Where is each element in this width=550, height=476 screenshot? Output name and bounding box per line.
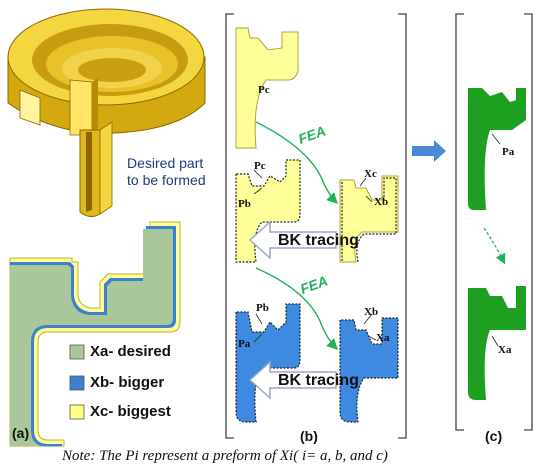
point-label-pb-mid: Pb: [238, 198, 251, 210]
bk-arrow-2: [248, 360, 337, 400]
bk-tracing-label-1: BK tracing: [278, 232, 359, 249]
fea-arrow-2: [255, 267, 338, 350]
point-label-pb-bottom: Pb: [256, 302, 269, 314]
point-label-xb-mid: Xb: [374, 196, 389, 208]
point-label-xb-bottom: Xb: [364, 306, 379, 318]
panel-label-a: (a): [12, 425, 30, 441]
legend-xb-label: Xb- bigger: [90, 374, 165, 391]
point-label-xa-bottom: Xa: [376, 332, 390, 344]
shape-xa-green-bottom: [468, 286, 526, 400]
point-label-pa-c: Pa: [502, 146, 515, 158]
point-label-xa-c: Xa: [498, 344, 512, 356]
leader-lines-c: [491, 133, 501, 347]
formed-part-3d: [7, 8, 206, 218]
point-label-xc: Xc: [364, 168, 377, 180]
part-description-line2: to be formed: [127, 172, 206, 188]
bk-tracing-label-2: BK tracing: [278, 372, 359, 389]
leader-lines-b: [253, 169, 377, 343]
green-process-arrow: [483, 227, 506, 265]
bracket-b: [225, 13, 407, 439]
note-text: Note: The Pi represent a preform of Xi( …: [62, 448, 388, 464]
point-label-pa-bottom: Pa: [238, 338, 251, 350]
fea-arrow-1: [255, 121, 338, 204]
cross-section-a: [9, 221, 181, 447]
preform-pc-shape: [235, 27, 299, 149]
point-label-pc-mid: Pc: [254, 160, 266, 172]
shape-xb: [339, 317, 399, 423]
panel-label-c: (c): [485, 428, 503, 444]
panel-label-b: (b): [300, 428, 318, 444]
bk-arrow-1: [248, 220, 337, 260]
transition-arrow: [412, 140, 446, 162]
legend-xa-label: Xa- desired: [90, 343, 171, 360]
part-description-line1: Desired part: [127, 155, 204, 171]
bracket-c: [455, 13, 533, 431]
preform-pb-shape: [235, 159, 301, 263]
preform-pa-green-top: [468, 88, 526, 210]
legend-xc-label: Xc- biggest: [90, 403, 171, 420]
point-label-pc-top: Pc: [258, 84, 270, 96]
shape-xb-outline: [341, 177, 397, 263]
shape-xc: [339, 175, 399, 263]
